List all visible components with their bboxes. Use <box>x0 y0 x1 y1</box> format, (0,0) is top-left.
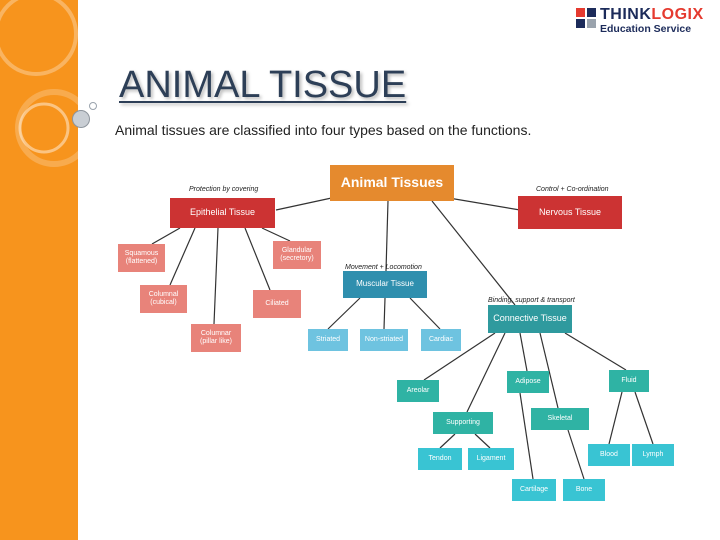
node-blood: Blood <box>588 444 630 466</box>
deco-dot-small <box>89 102 97 110</box>
edge-connective-to-adipose <box>519 332 528 372</box>
edge-supporting-to-ligament <box>474 433 491 449</box>
edge-epithelial-to-columnar-cubical <box>169 227 196 286</box>
edge-skeletal-to-bone <box>567 429 585 480</box>
decorative-circles <box>0 0 97 167</box>
logo-mark-icon <box>576 8 596 28</box>
edge-fluid-to-lymph <box>634 391 654 445</box>
node-cartilage: Cartilage <box>512 479 556 501</box>
node-tendon: Tendon <box>418 448 462 470</box>
edge-muscular-to-cardiac <box>409 297 441 330</box>
edge-epithelial-to-ciliated <box>244 227 271 291</box>
deco-circle-large <box>0 0 78 76</box>
orange-sidebar <box>0 0 78 540</box>
edge-fluid-to-blood <box>608 391 623 445</box>
logo-brand-name: THINKLOGIX <box>600 6 704 23</box>
thinklogix-logo: THINKLOGIX Education Service <box>576 6 716 35</box>
node-areolar: Areolar <box>397 380 439 402</box>
slide-title: ANIMAL TISSUE <box>119 64 407 106</box>
slide-subtitle: Animal tissues are classified into four … <box>115 122 532 138</box>
edge-supporting-to-tendon <box>439 433 456 449</box>
deco-dot-large <box>72 110 90 128</box>
edge-muscular-to-non-striated <box>383 297 386 330</box>
node-non-striated: Non-striated <box>360 329 408 351</box>
edge-connective-to-skeletal <box>539 332 559 409</box>
node-glandular: Glandular (secretory) <box>273 241 321 269</box>
deco-circle-inner <box>18 102 70 154</box>
edge-epithelial-to-columnar-pillar <box>213 227 219 325</box>
edge-connective-to-areolar <box>423 332 496 381</box>
node-columnar-cubical: Columnal (cubical) <box>140 285 187 313</box>
edge-label-epithelial: Protection by covering <box>189 186 259 193</box>
node-adipose: Adipose <box>507 371 549 393</box>
edge-epithelial-to-glandular <box>261 227 291 242</box>
node-lymph: Lymph <box>632 444 674 466</box>
edge-epithelial-to-squamous <box>151 227 181 245</box>
node-bone: Bone <box>563 479 605 501</box>
edge-adipose-to-cartilage <box>519 392 534 480</box>
node-ciliated: Ciliated <box>253 290 301 318</box>
node-ligament: Ligament <box>468 448 514 470</box>
node-supporting: Supporting <box>433 412 493 434</box>
edge-connective-to-supporting <box>466 332 506 413</box>
edge-label-muscular: Movement + Locomotion <box>345 264 422 271</box>
edge-label-connective: Binding, support & transport <box>488 297 575 304</box>
logo-tagline: Education Service <box>600 23 692 35</box>
node-muscular-tissue: Muscular Tissue <box>343 271 427 298</box>
edge-label-nervous: Control + Co-ordination <box>536 186 609 193</box>
node-nervous-tissue: Nervous Tissue <box>518 196 622 229</box>
edge-connective-to-fluid <box>564 332 627 371</box>
deco-circle-medium <box>15 89 93 167</box>
edge-root-to-muscular <box>385 200 389 272</box>
node-columnar-pillar: Columnar (pillar like) <box>191 324 241 352</box>
node-striated: Striated <box>308 329 348 351</box>
node-animal-tissues-root: Animal Tissues <box>330 165 454 201</box>
node-connective-tissue: Connective Tissue <box>488 305 572 333</box>
node-skeletal: Skeletal <box>531 408 589 430</box>
node-epithelial-tissue: Epithelial Tissue <box>170 198 275 228</box>
edge-muscular-to-striated <box>327 297 361 330</box>
node-squamous: Squamous (flattened) <box>118 244 165 272</box>
node-fluid: Fluid <box>609 370 649 392</box>
edge-root-to-connective <box>431 200 516 306</box>
node-cardiac: Cardiac <box>421 329 461 351</box>
